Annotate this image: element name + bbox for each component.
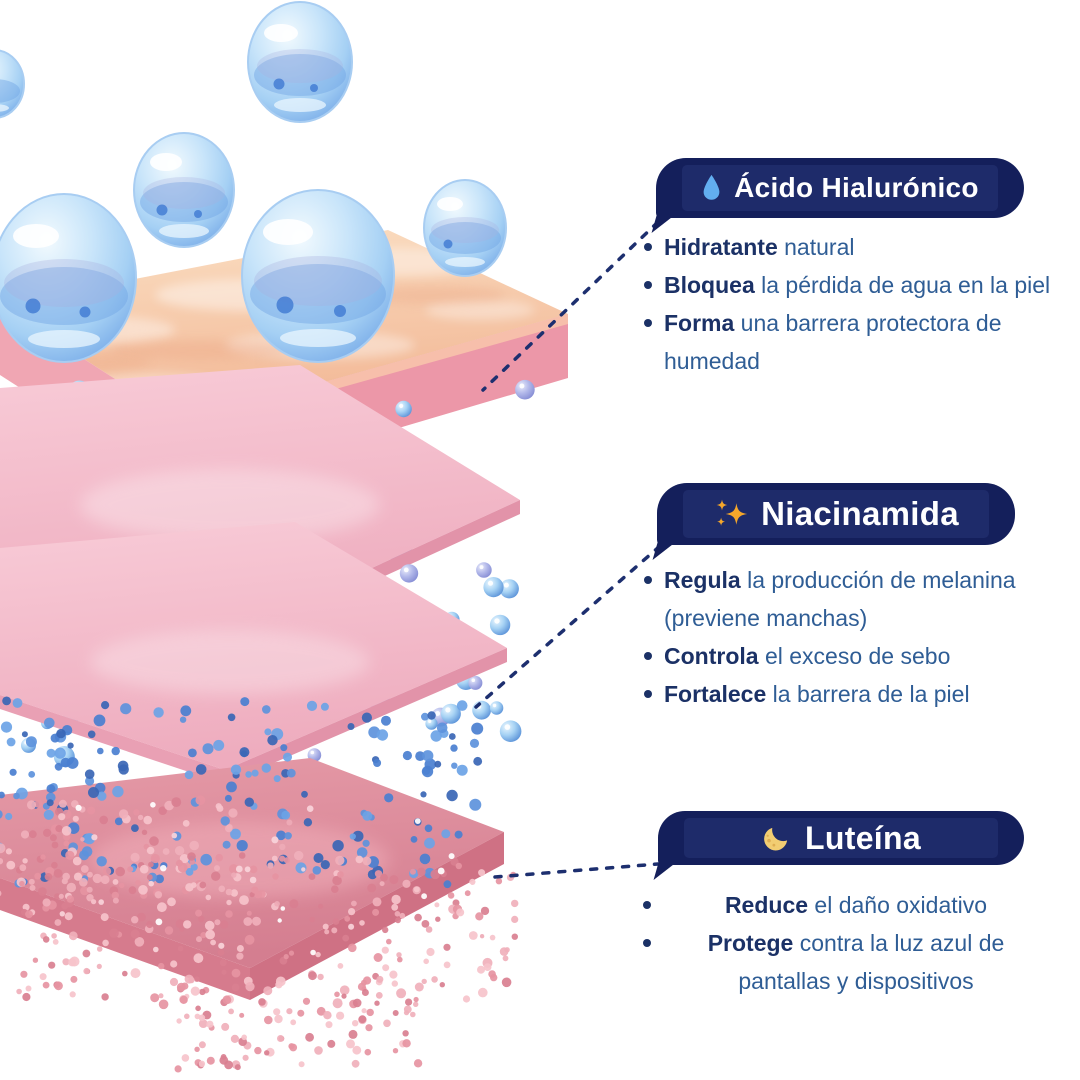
bullet-list-acido-hialuronico: Hidratante natural Bloquea la pérdida de… — [638, 228, 1080, 380]
water-sphere — [133, 132, 235, 248]
bullet-item: Forma una barrera protectora de humedad — [638, 304, 1064, 380]
pink-granule-cloud-bottom — [174, 992, 423, 1073]
water-spheres — [0, 1, 507, 363]
crescent-moon-icon — [761, 822, 793, 854]
bullet-item: Bloquea la pérdida de agua en la piel — [638, 266, 1080, 304]
bullet-item: Fortalece la barrera de la piel — [638, 675, 1038, 713]
pink-granule-cloud-left — [0, 795, 238, 913]
water-sphere — [241, 189, 395, 363]
pill-inner-panel — [682, 165, 998, 211]
bullet-item: Reduce el daño oxidativo — [643, 886, 1043, 924]
bullet-item: Controla el exceso de sebo — [638, 637, 1038, 675]
bullet-list-luteina: Reduce el daño oxidativo Protege contra … — [643, 886, 1043, 1000]
callout-pill-luteina: Luteína — [658, 811, 1024, 865]
bullet-item: Regula la producción de melanina (previe… — [638, 561, 1038, 637]
water-sphere — [0, 193, 137, 363]
water-sphere — [0, 49, 25, 119]
water-sphere — [423, 179, 507, 277]
bullet-list-niacinamida: Regula la producción de melanina (previe… — [638, 561, 1038, 713]
section-title-acido-hialuronico: Ácido Hialurónico — [734, 172, 979, 203]
section-title-luteina: Luteína — [805, 819, 921, 856]
water-sphere — [247, 1, 353, 123]
dermis-lower-slab — [0, 522, 507, 784]
skin-layers-illustration — [0, 1, 568, 1073]
callout-pill-acido-hialuronico: Ácido Hialurónico — [656, 158, 1024, 218]
sparkles-icon — [713, 496, 749, 532]
bullet-item: Protege contra la luz azul de pantallas … — [643, 924, 1043, 1000]
pill-inner-panel — [684, 818, 998, 858]
water-drop-icon — [701, 174, 722, 202]
callout-pill-niacinamida: Niacinamida — [657, 483, 1015, 545]
light-speckles-on-hypodermis — [59, 790, 485, 956]
section-title-niacinamida: Niacinamida — [761, 495, 959, 532]
bullet-item: Hidratante natural — [638, 228, 1080, 266]
